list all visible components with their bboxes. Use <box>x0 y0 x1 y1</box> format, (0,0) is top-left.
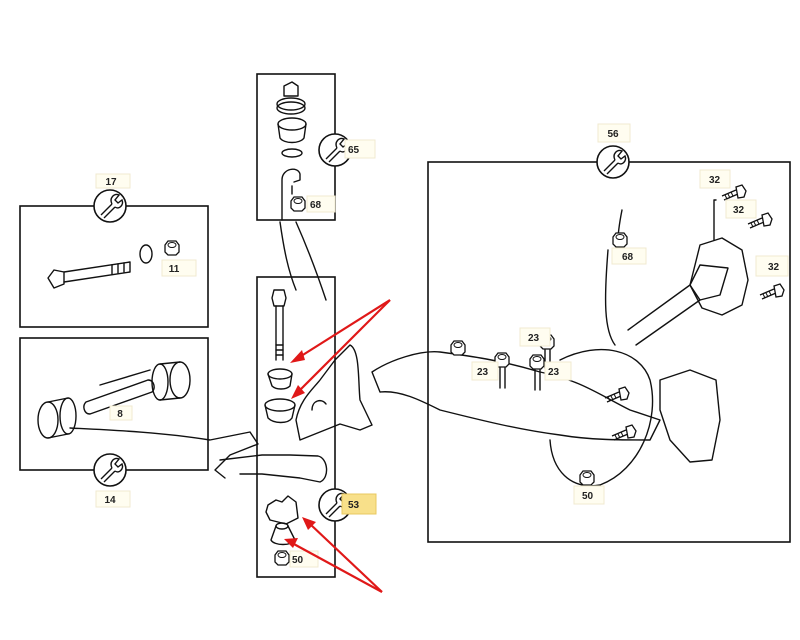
wrench-label-65: 65 <box>348 145 360 156</box>
wrench-icon <box>93 189 127 223</box>
long-bolt <box>47 261 131 289</box>
strut-outline <box>279 221 327 301</box>
right-group: 56 32 32 32 68 23 23 <box>371 123 791 543</box>
ball-joint-parts <box>276 81 307 221</box>
axle-carrier <box>371 348 721 487</box>
bolt-vertical <box>271 289 287 361</box>
wrench-label-56: 56 <box>607 129 619 140</box>
pivot-pin <box>83 369 155 415</box>
middle-upper-group: 65 68 <box>256 73 376 221</box>
bushing-right <box>151 361 191 401</box>
stud-label-23: 23 <box>528 333 540 344</box>
stud-label-23: 23 <box>548 367 560 378</box>
rubber-mount-cut <box>265 495 299 525</box>
wrench-label-17: 17 <box>105 177 117 188</box>
wrench-label-14: 14 <box>104 495 116 506</box>
nut-label-50: 50 <box>292 555 304 566</box>
bolt-label-32: 32 <box>768 262 780 273</box>
wrench-label-53: 53 <box>348 500 360 511</box>
washer <box>139 244 153 264</box>
stud <box>494 352 510 389</box>
nut-icon <box>612 232 628 248</box>
bolt-label-32: 32 <box>709 175 721 186</box>
nut-label-68: 68 <box>310 200 322 211</box>
steering-knuckle <box>295 344 373 441</box>
nut-label-68: 68 <box>622 252 634 263</box>
group-frame <box>427 161 791 543</box>
lower-arm-end <box>219 454 328 483</box>
rubber-mount-upper <box>267 368 293 390</box>
nut-label-50: 50 <box>582 491 594 502</box>
group-frame <box>256 276 336 578</box>
nut-label-11: 11 <box>169 264 180 275</box>
nut-icon <box>290 196 306 212</box>
annotation-arrows-lower <box>284 517 383 593</box>
nut-icon <box>274 550 290 566</box>
bushing-left <box>37 397 77 439</box>
stud <box>529 354 545 391</box>
left-lower-group: 8 14 <box>19 337 259 508</box>
pin-label-8: 8 <box>117 409 123 420</box>
nut-icon <box>164 240 180 256</box>
leader-line <box>713 199 717 241</box>
bolt-icon <box>759 283 785 300</box>
bolt-icon <box>604 386 630 403</box>
wrench-icon <box>596 145 630 179</box>
annotation-arrows-upper <box>290 299 391 399</box>
drive-shaft <box>627 237 749 346</box>
nut-icon <box>450 340 466 356</box>
stud-label-23: 23 <box>477 367 489 378</box>
bolt-icon <box>611 424 637 441</box>
bolt-label-32: 32 <box>733 205 745 216</box>
left-upper-group: 17 11 <box>19 173 209 328</box>
wrench-icon <box>93 453 127 487</box>
rubber-mount-lower <box>264 398 296 424</box>
middle-lower-group: 53 50 <box>219 276 377 578</box>
strut-outline-right <box>604 209 623 346</box>
nut-icon <box>579 470 595 486</box>
group-frame <box>19 337 209 471</box>
